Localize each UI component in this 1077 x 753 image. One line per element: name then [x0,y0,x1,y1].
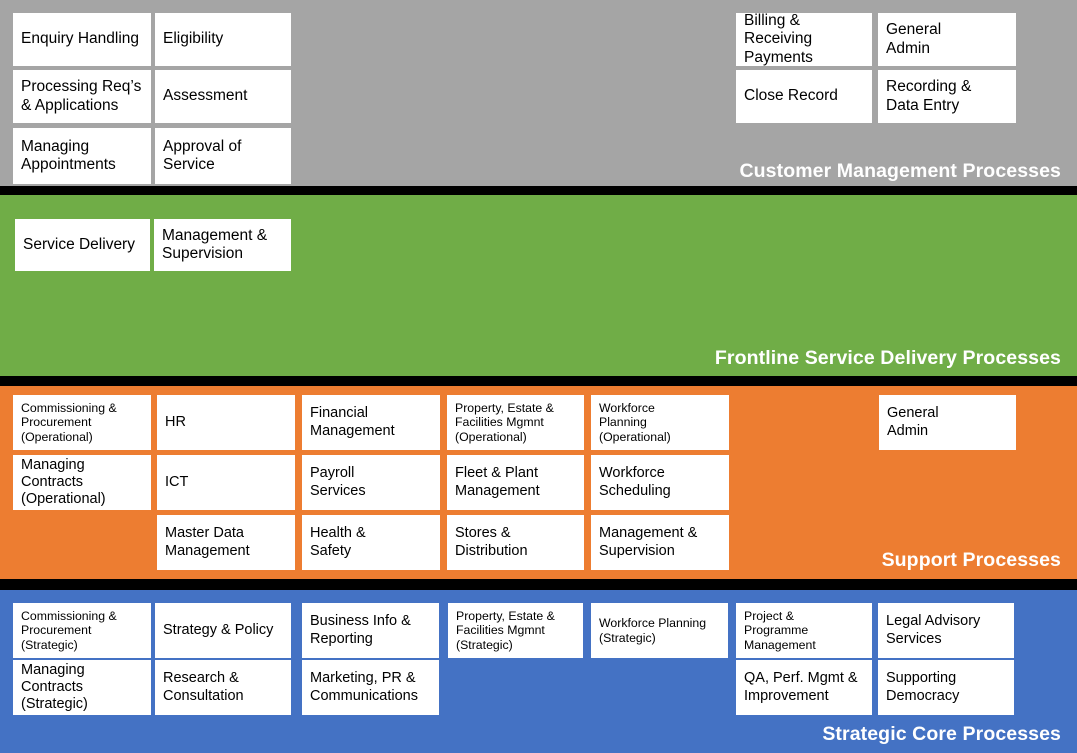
process-box-label: Billing & Receiving Payments [744,13,813,66]
process-box[interactable]: Business Info & Reporting [302,603,439,658]
process-box-label: Management & Supervision [599,525,698,559]
process-box[interactable]: QA, Perf. Mgmt & Improvement [736,660,872,715]
process-box[interactable]: Payroll Services [302,455,440,510]
band-caption-strategic-core: Strategic Core Processes [822,723,1061,745]
process-box[interactable]: Billing & Receiving Payments [736,13,872,66]
process-box[interactable]: General Admin [878,13,1016,66]
process-box-label: Health & Safety [310,525,366,559]
process-box[interactable]: Workforce Planning (Operational) [591,395,729,450]
process-box-label: Close Record [744,87,838,105]
process-box[interactable]: Commissioning & Procurement (Operational… [13,395,151,450]
process-box[interactable]: Fleet & Plant Management [447,455,584,510]
process-box-label: General Admin [887,405,939,439]
process-box-label: Marketing, PR & Communications [310,670,418,704]
process-box-label: Eligibility [163,30,224,48]
process-box[interactable]: ICT [157,455,295,510]
process-box-label: Stores & Distribution [455,525,528,559]
band-caption-frontline-service-delivery: Frontline Service Delivery Processes [714,347,1061,369]
process-box-label: Master Data Management [165,525,250,559]
process-box-label: Workforce Planning (Operational) [599,400,671,444]
process-box-label: Recording & Data Entry [886,78,972,114]
process-box-label: Assessment [163,87,248,105]
band-frontline-service-delivery: Service Delivery Management & Supervision… [0,195,1077,376]
process-box-label: Supporting Democracy [886,670,960,704]
process-box[interactable]: Processing Req’s & Applications [13,70,151,123]
process-box[interactable]: Eligibility [155,13,291,66]
process-box-label: Approval of Service [163,137,242,173]
process-box-label: Payroll Services [310,465,366,499]
process-box[interactable]: HR [157,395,295,450]
process-box[interactable]: Enquiry Handling [13,13,151,66]
process-box-label: Workforce Planning (Strategic) [599,616,707,645]
process-box-label: QA, Perf. Mgmt & Improvement [744,670,858,704]
process-box[interactable]: Service Delivery [15,219,150,271]
band-caption-support: Support Processes [881,549,1061,571]
process-box[interactable]: Managing Appointments [13,128,151,184]
process-box-label: Business Info & Reporting [310,613,411,647]
process-box[interactable]: Commissioning & Procurement (Strategic) [13,603,151,658]
process-box-label: Financial Management [310,405,395,439]
band-separator [0,376,1077,386]
process-box[interactable]: Supporting Democracy [878,660,1014,715]
process-box[interactable]: Legal Advisory Services [878,603,1014,658]
process-box[interactable]: Managing Contracts (Strategic) [13,660,151,715]
process-box-label: General Admin [886,21,942,57]
process-box-label: HR [165,413,186,430]
process-box-label: Management & Supervision [162,226,268,262]
band-strategic-core: Commissioning & Procurement (Strategic) S… [0,590,1077,753]
process-box[interactable]: Management & Supervision [591,515,729,570]
process-box[interactable]: Financial Management [302,395,440,450]
process-box[interactable]: Property, Estate & Facilities Mgmnt (Ope… [447,395,584,450]
band-separator [0,186,1077,195]
process-box[interactable]: Approval of Service [155,128,291,184]
process-box[interactable]: Research & Consultation [155,660,291,715]
process-box[interactable]: Close Record [736,70,872,123]
process-box[interactable]: Recording & Data Entry [878,70,1016,123]
process-box-label: Workforce Scheduling [599,465,671,499]
process-box-label: Enquiry Handling [21,30,140,48]
process-box[interactable]: Managing Contracts (Operational) [13,455,151,510]
process-box-label: Property, Estate & Facilities Mgmnt (Ope… [455,400,554,444]
process-box-label: Managing Contracts (Strategic) [21,661,88,713]
process-box-label: Processing Req’s & Applications [21,78,142,114]
band-caption-customer-management: Customer Management Processes [739,160,1061,182]
process-box-label: Strategy & Policy [163,621,274,638]
process-box[interactable]: Property, Estate & Facilities Mgmnt (Str… [448,603,583,658]
process-box[interactable]: Assessment [155,70,291,123]
process-box-label: Service Delivery [23,235,135,253]
process-box-label: Managing Appointments [21,137,116,173]
process-box[interactable]: Stores & Distribution [447,515,584,570]
process-box[interactable]: Master Data Management [157,515,295,570]
process-box[interactable]: Workforce Scheduling [591,455,729,510]
band-support: Commissioning & Procurement (Operational… [0,386,1077,579]
process-box-label: ICT [165,473,189,490]
process-box[interactable]: Management & Supervision [154,219,291,271]
band-separator [0,579,1077,590]
process-box[interactable]: Strategy & Policy [155,603,291,658]
process-box-label: Managing Contracts (Operational) [21,456,106,508]
process-box-label: Project & Programme Management [744,608,816,652]
process-box-label: Research & Consultation [163,670,244,704]
process-box-label: Legal Advisory Services [886,613,981,647]
process-box[interactable]: Workforce Planning (Strategic) [591,603,728,658]
process-box[interactable]: General Admin [879,395,1016,450]
process-box-label: Property, Estate & Facilities Mgmnt (Str… [456,608,555,652]
process-box[interactable]: Health & Safety [302,515,440,570]
process-box-label: Fleet & Plant Management [455,465,540,499]
process-box[interactable]: Project & Programme Management [736,603,872,658]
process-box-label: Commissioning & Procurement (Strategic) [21,608,117,652]
process-box[interactable]: Marketing, PR & Communications [302,660,439,715]
process-box-label: Commissioning & Procurement (Operational… [21,400,117,444]
